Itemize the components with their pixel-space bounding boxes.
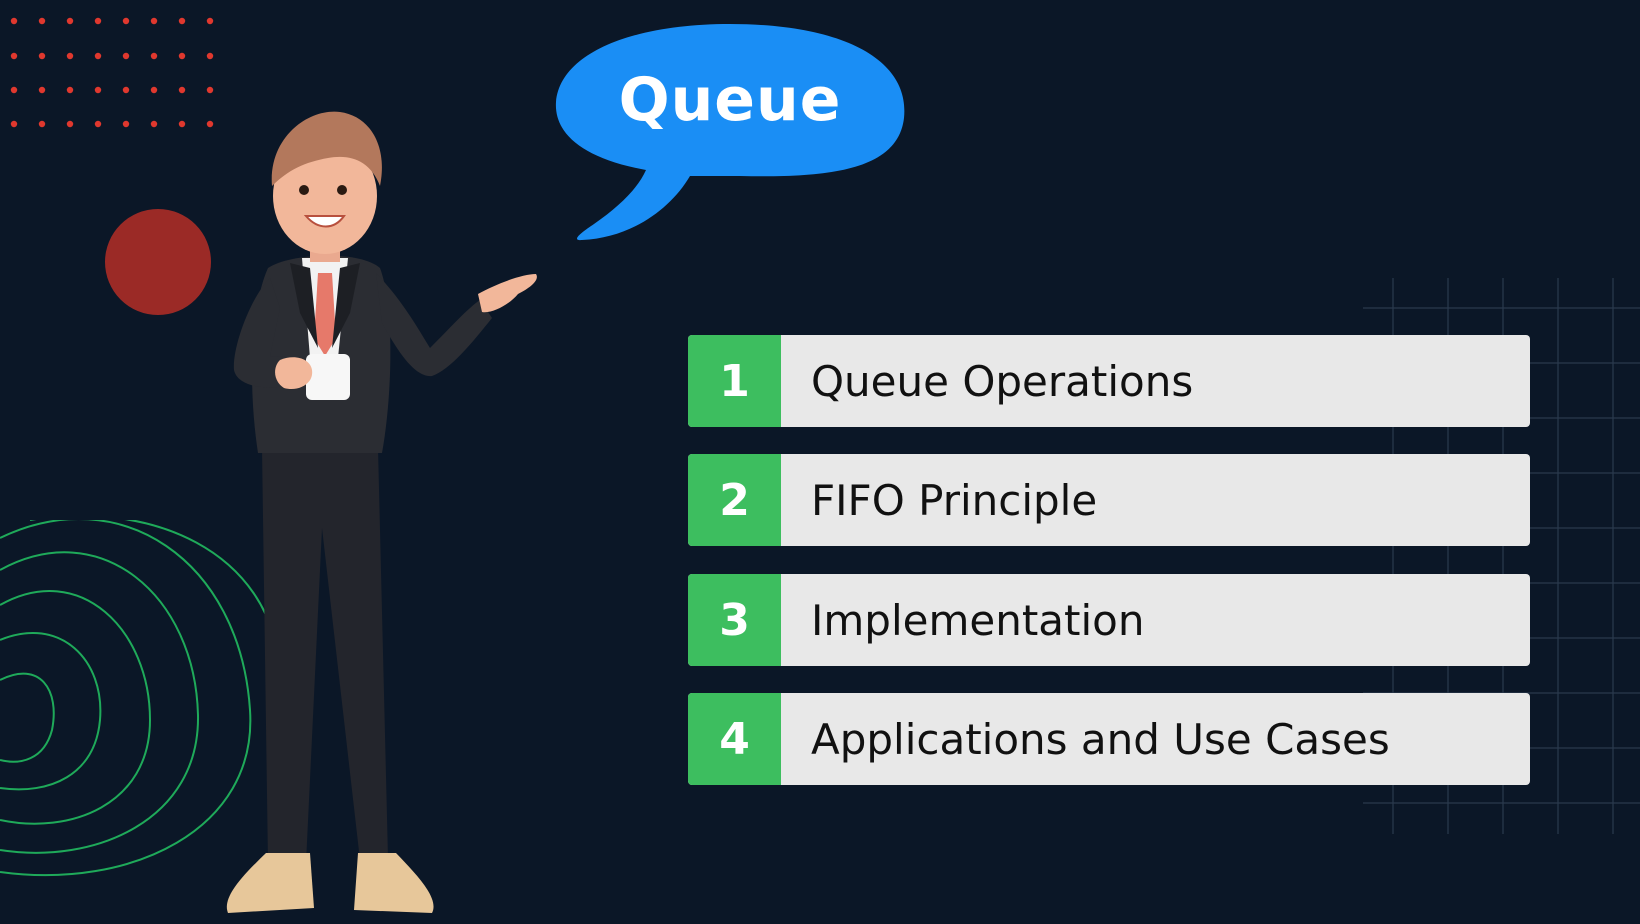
contour-lines-decoration — [0, 520, 280, 877]
agenda-number-badge: 1 — [688, 335, 781, 427]
speech-bubble — [555, 24, 905, 241]
agenda-item-label: Applications and Use Cases — [811, 714, 1390, 764]
agenda-item-4: 4 Applications and Use Cases — [688, 693, 1530, 785]
agenda-item-1: 1 Queue Operations — [688, 335, 1530, 427]
agenda-item-3: 3 Implementation — [688, 574, 1530, 666]
bubble-title: Queue — [618, 65, 842, 135]
agenda-number-badge: 2 — [688, 454, 781, 546]
agenda-number-badge: 4 — [688, 693, 781, 785]
agenda-item-label: FIFO Principle — [811, 475, 1098, 525]
red-circle-decoration — [105, 209, 211, 315]
agenda-item-label: Queue Operations — [811, 356, 1194, 406]
agenda-item-label: Implementation — [811, 595, 1145, 645]
agenda-item-2: 2 FIFO Principle — [688, 454, 1530, 546]
businessman-holding-mug-icon — [226, 111, 537, 913]
agenda-number-badge: 3 — [688, 574, 781, 666]
dot-grid-decoration — [10, 17, 214, 128]
